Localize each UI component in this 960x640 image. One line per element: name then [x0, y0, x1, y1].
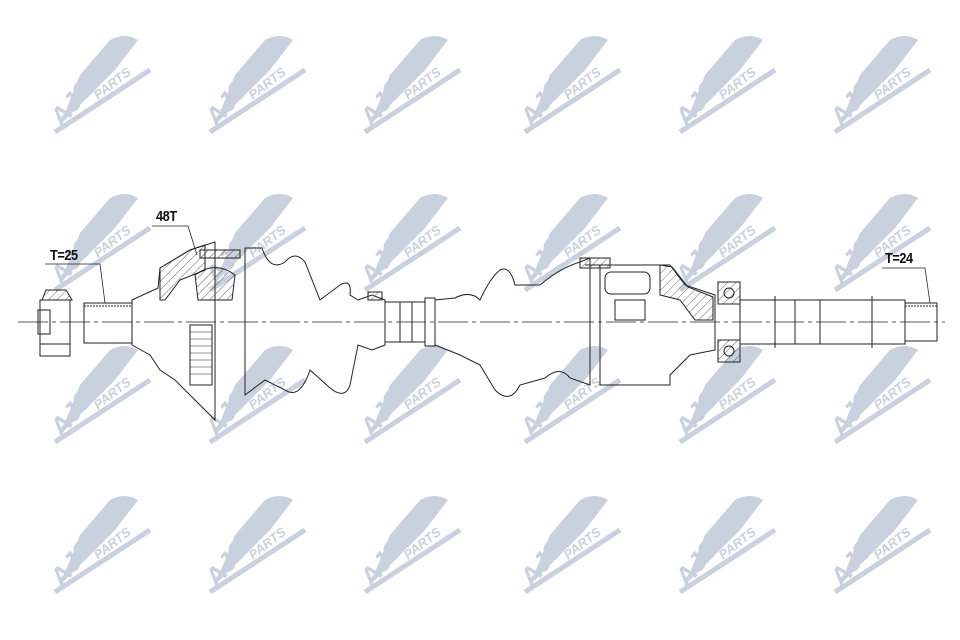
inner-thread — [904, 302, 938, 342]
abs-tooth-label: 48T — [156, 208, 177, 225]
thread-label-inner: T=24 — [885, 250, 913, 267]
outer-nut — [37, 289, 73, 357]
outer-thread — [83, 302, 133, 344]
outer-boot — [244, 247, 386, 396]
leader-t24 — [882, 267, 931, 304]
inner-boot — [434, 257, 591, 397]
thread-label-outer: T=25 — [50, 247, 78, 264]
leader-t25 — [45, 263, 106, 304]
intermediate-bearing — [717, 281, 741, 363]
leader-48t — [152, 225, 198, 256]
abs-ring — [189, 324, 213, 386]
tripod-roller — [604, 271, 651, 295]
